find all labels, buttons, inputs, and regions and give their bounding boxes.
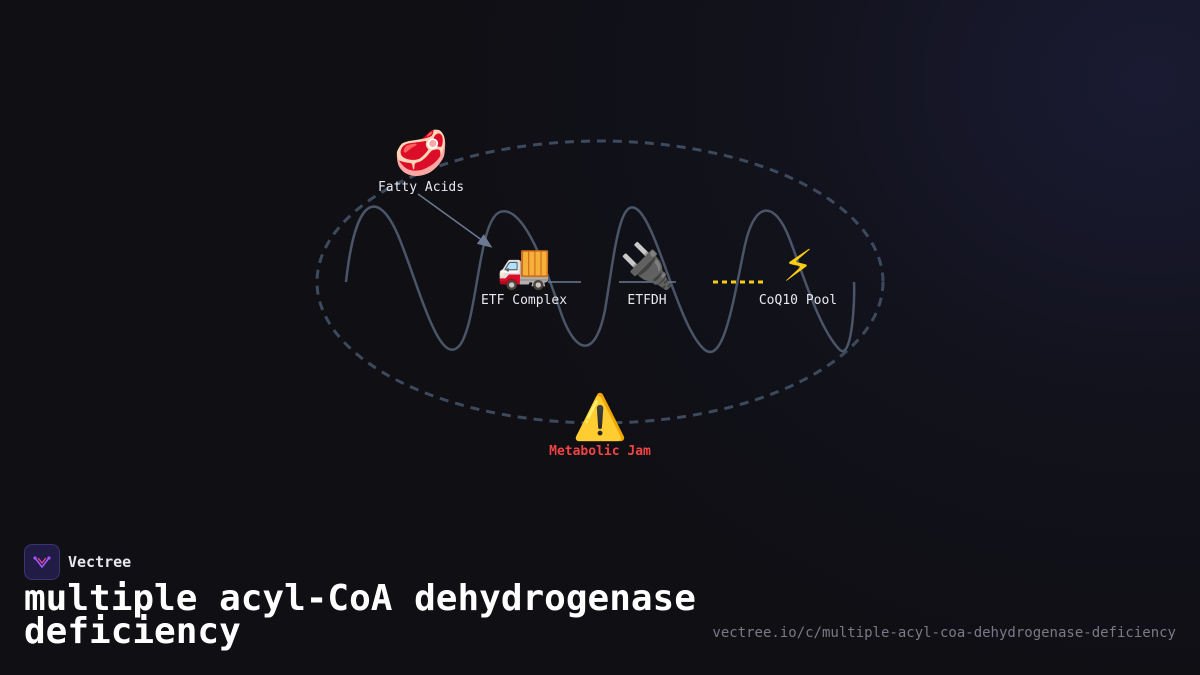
node-label: ETFDH — [627, 293, 667, 308]
truck-icon: 🚚 — [496, 241, 552, 292]
mitochondrion-membrane — [315, 139, 885, 425]
brand: Vectree — [24, 544, 131, 580]
cristae-wave — [344, 205, 856, 354]
node-label: ETF Complex — [480, 293, 568, 308]
node-metabolic-jam: ⚠️ Metabolic Jam — [549, 392, 651, 459]
node-label: CoQ10 Pool — [758, 293, 838, 308]
node-label: Fatty Acids — [377, 180, 465, 195]
node-fatty-acids: 🥩 Fatty Acids — [378, 128, 464, 195]
vectree-logo-icon — [24, 544, 60, 580]
warning-icon: ⚠️ — [572, 392, 628, 443]
node-etfdh: 🔌 ETFDH — [620, 241, 675, 308]
node-etf-complex: 🚚 ETF Complex — [481, 241, 567, 308]
page-url[interactable]: vectree.io/c/multiple-acyl-coa-dehydroge… — [712, 625, 1176, 641]
brand-name: Vectree — [68, 553, 132, 571]
page-title: multiple acyl-CoA dehydrogenase deficien… — [24, 578, 696, 652]
node-coq10-pool: ⚡ CoQ10 Pool — [759, 241, 837, 308]
lightning-icon: ⚡ — [782, 241, 814, 292]
meat-icon: 🥩 — [393, 128, 449, 179]
flow-arrow-fatty-acids-to-etf — [417, 193, 493, 248]
node-label-alert: Metabolic Jam — [549, 444, 651, 459]
plug-icon: 🔌 — [619, 241, 675, 292]
